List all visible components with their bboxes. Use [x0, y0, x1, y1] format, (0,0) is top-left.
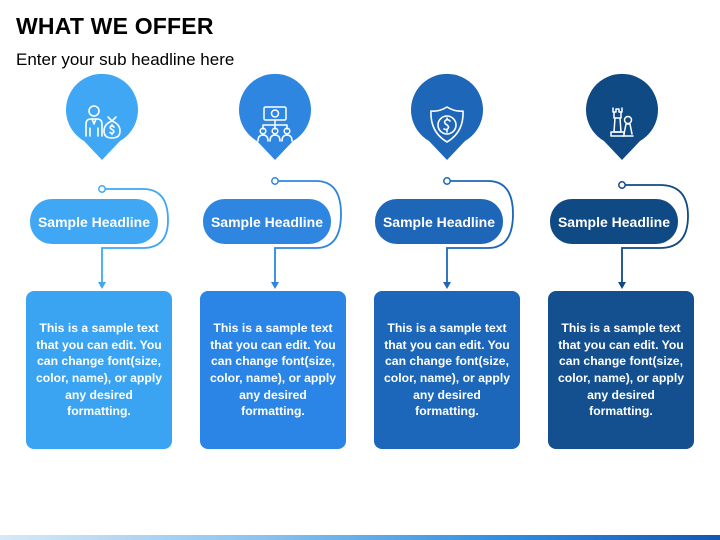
map-pin-marker: [239, 73, 311, 185]
page-subtitle: Enter your sub headline here: [16, 50, 235, 69]
offer-card-4: Sample Headline This is a sample text th…: [538, 0, 718, 540]
footer-gradient-bar: [0, 535, 720, 540]
description-box: This is a sample text that you can edit.…: [26, 291, 172, 449]
chess-rook-king-icon: [610, 107, 634, 137]
offer-card-1: Sample Headline This is a sample text th…: [18, 0, 198, 540]
offer-card-3: Sample Headline This is a sample text th…: [363, 0, 543, 540]
flow-connector: [618, 184, 689, 289]
map-pin-marker: [586, 73, 658, 189]
flow-connector: [443, 180, 514, 289]
map-pin-marker: [66, 73, 138, 193]
page-title: WHAT WE OFFER: [16, 13, 214, 39]
offer-card-2: Sample Headline This is a sample text th…: [191, 0, 371, 540]
description-box: This is a sample text that you can edit.…: [548, 291, 694, 449]
flow-connector: [271, 180, 342, 289]
description-box: This is a sample text that you can edit.…: [200, 291, 346, 449]
flow-connector: [98, 188, 169, 289]
headline-pill: Sample Headline: [375, 199, 503, 244]
description-box: This is a sample text that you can edit.…: [374, 291, 520, 449]
dollar-shield-icon: [430, 106, 464, 143]
businessman-money-bag-icon: [85, 105, 121, 139]
headline-pill: Sample Headline: [30, 199, 158, 244]
money-team-network-icon: [257, 106, 293, 142]
headline-pill: Sample Headline: [203, 199, 331, 244]
headline-pill: Sample Headline: [550, 199, 678, 244]
